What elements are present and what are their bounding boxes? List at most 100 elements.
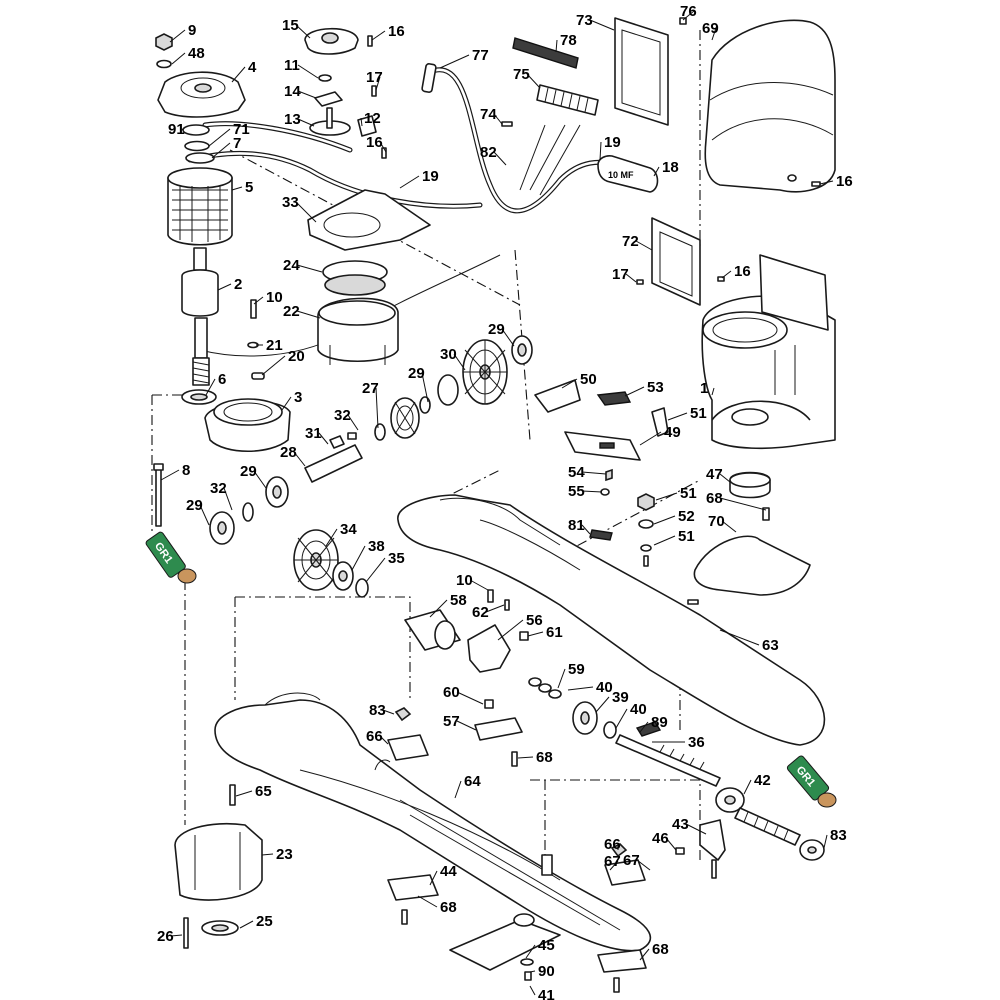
callout-leader [493, 113, 503, 125]
callout-65: 65 [255, 783, 272, 800]
callout-leader [281, 396, 292, 411]
callout-61: 61 [546, 624, 563, 641]
callout-leader [261, 355, 286, 376]
callout-90: 90 [538, 963, 555, 980]
callout-leader [295, 201, 317, 223]
callout-71: 71 [233, 121, 250, 138]
callout-77: 77 [472, 47, 489, 64]
callout-leader [501, 328, 515, 347]
callout-leader [635, 240, 653, 251]
callout-54: 54 [568, 464, 585, 481]
callout-59: 59 [568, 661, 585, 678]
callout-68: 68 [652, 941, 669, 958]
callout-22: 22 [283, 303, 300, 320]
callout-32: 32 [210, 480, 227, 497]
callout-leader [615, 708, 628, 729]
callout-68: 68 [536, 749, 553, 766]
callout-leader [417, 895, 438, 908]
callout-leader [599, 141, 602, 161]
callout-10: 10 [266, 289, 283, 306]
callout-14: 14 [284, 83, 301, 100]
callout-75: 75 [513, 66, 530, 83]
callout-leader [485, 604, 505, 613]
callout-11: 11 [284, 57, 300, 74]
callout-16: 16 [366, 134, 383, 151]
callout-43: 43 [672, 816, 689, 833]
callout-66: 66 [366, 728, 383, 745]
callout-leader [365, 557, 386, 583]
callout-leader [399, 175, 420, 189]
callout-leader [296, 310, 321, 319]
callout-53: 53 [647, 379, 664, 396]
callout-40: 40 [596, 679, 613, 696]
callout-leader [223, 487, 233, 511]
callout-69: 69 [702, 20, 719, 37]
callout-leader [636, 859, 651, 871]
callout-81: 81 [568, 517, 585, 534]
callout-32: 32 [334, 407, 351, 424]
callout-leader [239, 920, 254, 929]
callout-leader [639, 721, 649, 733]
callout-52: 52 [678, 508, 695, 525]
callout-49: 49 [664, 424, 681, 441]
callout-leader [529, 985, 536, 996]
callout-47: 47 [706, 466, 723, 483]
callout-leader [360, 117, 363, 127]
callout-16: 16 [836, 173, 853, 190]
callout-19: 19 [422, 168, 439, 185]
callout-leader [297, 118, 315, 127]
callout-10: 10 [456, 572, 473, 589]
callout-leader [170, 934, 183, 937]
callout-67: 67 [604, 853, 621, 870]
callout-63: 63 [762, 637, 779, 654]
callout-leader [231, 186, 243, 191]
callout-20: 20 [288, 348, 305, 365]
callout-23: 23 [276, 846, 293, 863]
capacitor-label: 10 MF [608, 170, 634, 180]
callout-66: 66 [604, 836, 621, 853]
drive-arm [397, 494, 826, 746]
callout-leader [719, 497, 767, 511]
callout-leader [371, 30, 386, 41]
callout-leader [453, 353, 466, 371]
callout-leader [469, 579, 489, 591]
callout-leader [625, 273, 637, 283]
callout-91: 91 [168, 121, 185, 138]
callout-18: 18 [662, 159, 679, 176]
callout-leader [525, 944, 536, 959]
callout-29: 29 [408, 365, 425, 382]
callout-38: 38 [368, 538, 385, 555]
callout-leader [639, 948, 650, 961]
mounting-brackets [387, 707, 647, 993]
rear-support [174, 822, 263, 949]
callout-57: 57 [443, 713, 460, 730]
callout-leader [217, 283, 232, 291]
callout-68: 68 [706, 490, 723, 507]
callout-leader [379, 141, 387, 153]
callout-74: 74 [480, 106, 497, 123]
callout-76: 76 [680, 3, 697, 20]
base-parts [589, 471, 811, 605]
callout-78: 78 [560, 32, 577, 49]
callout-29: 29 [240, 463, 257, 480]
callout-leader [667, 412, 688, 421]
callout-45: 45 [538, 937, 555, 954]
callout-2: 2 [234, 276, 242, 293]
callout-leader [665, 837, 677, 851]
callout-68: 68 [440, 899, 457, 916]
callout-leader [653, 166, 660, 177]
callout-83: 83 [830, 827, 847, 844]
callout-16: 16 [388, 23, 405, 40]
callout-leader [639, 431, 662, 446]
base-housing [214, 692, 652, 981]
control-electronics: 10 MF [501, 17, 725, 306]
gr1-tag-right: GR1 [786, 755, 837, 808]
callout-8: 8 [182, 462, 190, 479]
callout-leader [454, 780, 462, 799]
callout-24: 24 [283, 257, 300, 274]
cover [704, 19, 836, 193]
callout-leader [567, 686, 594, 691]
callout-9: 9 [188, 22, 196, 39]
